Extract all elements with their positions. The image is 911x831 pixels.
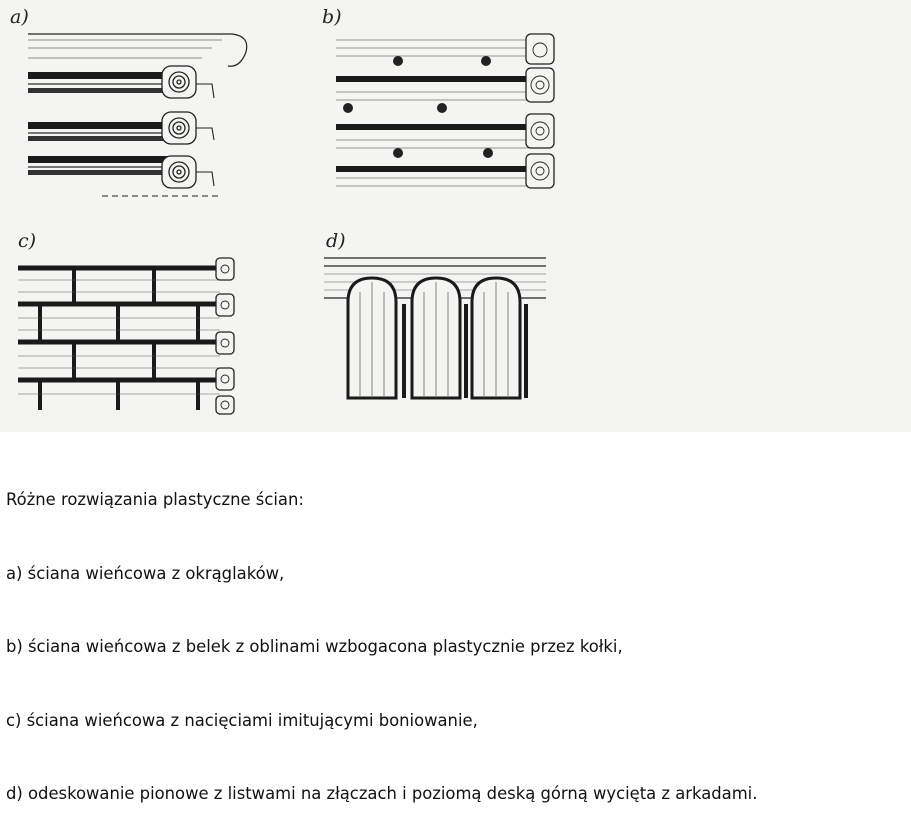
- caption-item-c: c) ściana wieńcowa z nacięciami imitując…: [6, 710, 478, 730]
- panel-d-label: d): [326, 230, 346, 252]
- panel-b-drawing: [336, 33, 555, 189]
- panel-c-label: c): [18, 230, 37, 252]
- caption-title: Różne rozwiązania plastyczne ścian:: [6, 490, 304, 509]
- panel-a-drawing: [28, 33, 248, 197]
- caption-item-b: b) ściana wieńcowa z belek z oblinami wz…: [6, 637, 623, 656]
- panel-a-label: a): [10, 6, 29, 28]
- caption-item-a: a) ściana wieńcowa z okrąglaków,: [6, 563, 285, 583]
- caption-item-d: d) odeskowanie pionowe z listwami na złą…: [6, 784, 758, 803]
- panel-c-drawing: [18, 257, 235, 415]
- panel-d-drawing: [324, 257, 546, 400]
- panel-b-label: b): [322, 6, 342, 28]
- figure-caption: Różne rozwiązania plastyczne ścian: a) ś…: [6, 439, 757, 831]
- figure-illustration: a) b) c) d): [0, 0, 911, 432]
